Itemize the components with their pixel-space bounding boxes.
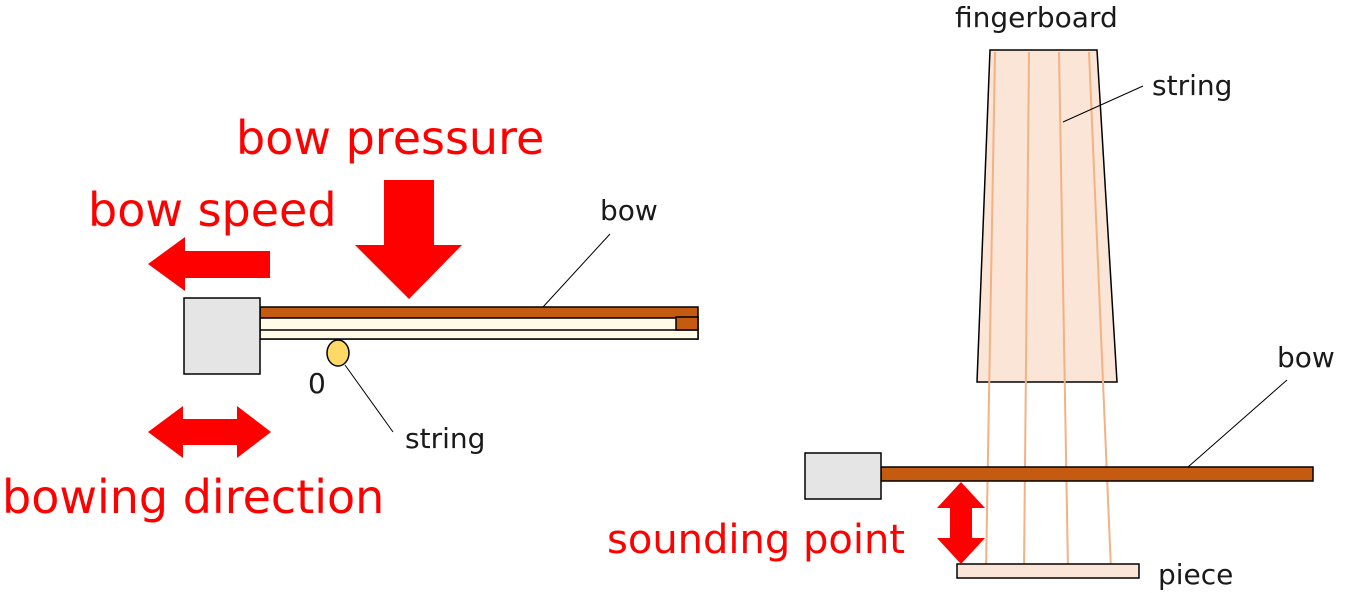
string-line bbox=[985, 51, 996, 571]
bow-stick bbox=[259, 306, 699, 319]
sounding-point-label: sounding point bbox=[607, 517, 905, 563]
string-line bbox=[1058, 51, 1069, 571]
fingerboard bbox=[976, 49, 1118, 383]
bow-leader-line-right bbox=[1187, 379, 1288, 468]
bow-frog-right bbox=[804, 452, 882, 500]
string-line bbox=[1023, 51, 1030, 571]
bow-speed-arrow-icon bbox=[148, 237, 270, 291]
string-leader-line bbox=[1062, 85, 1144, 123]
right-fingerboard-diagram: fingerboard string bow piece sounding po… bbox=[607, 1, 1335, 591]
piece-label: piece bbox=[1158, 558, 1233, 591]
left-bow-diagram: bow pressure bow speed bow 0 string bowi… bbox=[2, 111, 699, 524]
string-label-right: string bbox=[1152, 69, 1232, 102]
string-label-left: string bbox=[405, 422, 485, 455]
bow-pressure-label: bow pressure bbox=[236, 111, 544, 165]
bow-tip bbox=[675, 316, 699, 331]
bow-label-right: bow bbox=[1277, 341, 1335, 374]
bow-frog bbox=[183, 297, 261, 375]
string-cross-section bbox=[326, 339, 350, 367]
bow-label: bow bbox=[600, 194, 658, 227]
string-line bbox=[1088, 51, 1112, 571]
bow-leader-line bbox=[542, 233, 611, 308]
bow-pressure-arrow-icon bbox=[355, 180, 462, 299]
bow-stick-right bbox=[880, 466, 1314, 482]
bowing-direction-label: bowing direction bbox=[2, 470, 384, 524]
sounding-point-arrow-icon bbox=[937, 482, 985, 564]
bowing-direction-arrow-icon bbox=[148, 406, 271, 458]
bow-speed-label: bow speed bbox=[88, 183, 337, 237]
zero-label: 0 bbox=[308, 367, 326, 400]
string-leader-line bbox=[344, 364, 394, 433]
bow-hair-band bbox=[259, 329, 699, 340]
fingerboard-label: fingerboard bbox=[955, 1, 1118, 34]
piece bbox=[956, 563, 1140, 579]
strings bbox=[985, 51, 1112, 571]
